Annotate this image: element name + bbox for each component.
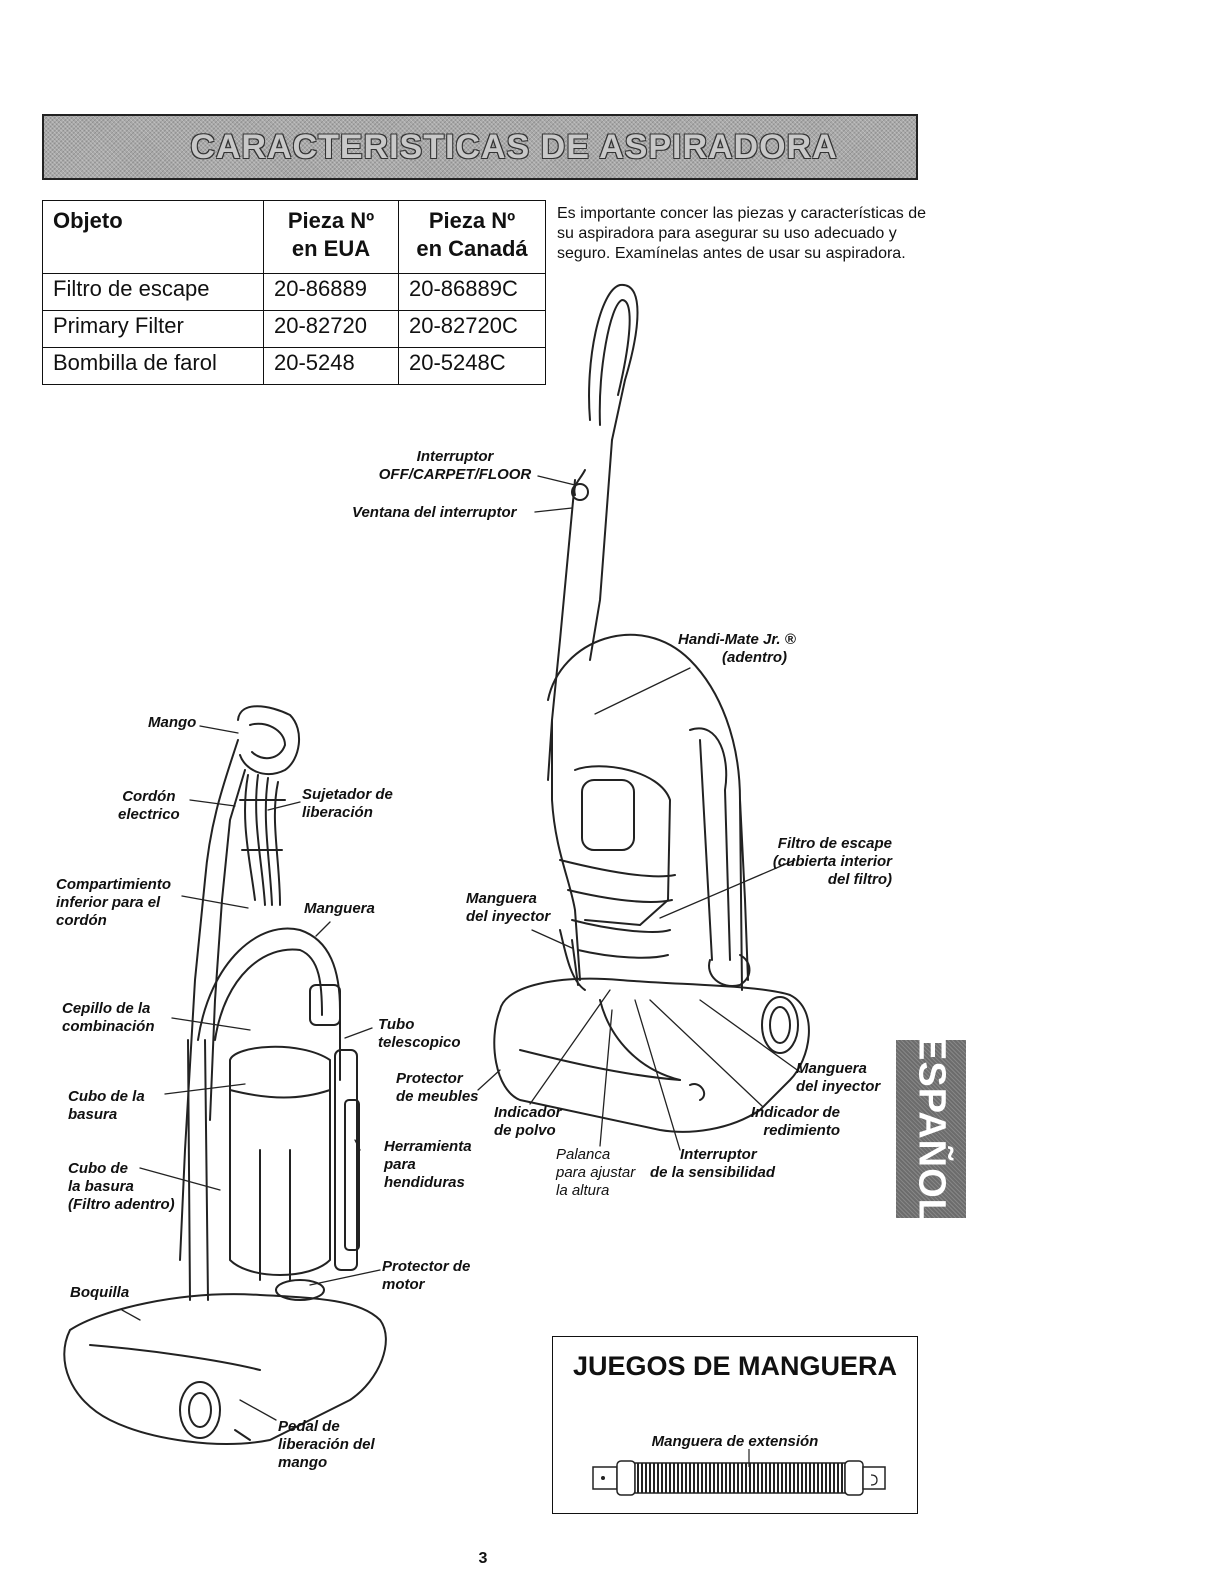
table-cell: 20-5248C bbox=[398, 347, 546, 385]
label-ventana-interruptor: Ventana del interruptor bbox=[352, 504, 517, 521]
table-cell: 20-82720 bbox=[263, 310, 399, 348]
label-manguera: Manguera bbox=[304, 900, 375, 917]
label-manguera-inyector-right: Manguera del inyector bbox=[796, 1060, 881, 1095]
label-compartimiento: Compartimiento inferior para el cordón bbox=[56, 876, 172, 929]
table-header-eua: Pieza Nº en EUA bbox=[263, 200, 399, 274]
label-protector-meubles: Protector de meubles bbox=[396, 1070, 479, 1105]
banner-title: CARACTERISTICAS DE ASPIRADORA bbox=[190, 127, 838, 166]
label-cubo-filtro: Cubo de la basura (Filtro adentro) bbox=[68, 1160, 175, 1213]
extension-hose-icon bbox=[592, 1449, 886, 1496]
label-cubo-basura: Cubo de la basura bbox=[68, 1088, 145, 1123]
label-manguera-inyector-left: Manguera del inyector bbox=[466, 890, 551, 925]
page-number: 3 bbox=[478, 1550, 488, 1567]
label-interruptor-sensibilidad: Interruptor de la sensibilidad bbox=[650, 1146, 776, 1181]
table-cell: 20-86889C bbox=[398, 273, 546, 311]
label-tubo-telescopico: Tubo telescopico bbox=[378, 1016, 461, 1051]
hose-kit-box: JUEGOS DE MANGUERA Manguera de extensión bbox=[552, 1336, 918, 1514]
table-cell: 20-82720C bbox=[398, 310, 546, 348]
language-tab: ESPAÑOL bbox=[896, 1035, 966, 1223]
label-interruptor: Interruptor OFF/CARPET/FLOOR bbox=[378, 448, 532, 483]
label-boquilla: Boquilla bbox=[70, 1284, 130, 1301]
label-palanca: Palanca para ajustar la altura bbox=[556, 1146, 636, 1199]
table-row: Bombilla de farol 20-5248 20-5248C bbox=[42, 347, 546, 385]
label-handi-mate: Handi-Mate Jr. ® (adentro) bbox=[678, 631, 796, 666]
label-protector-motor: Protector de motor bbox=[382, 1258, 471, 1293]
table-cell: Primary Filter bbox=[42, 310, 264, 348]
table-cell: Filtro de escape bbox=[42, 273, 264, 311]
table-cell: 20-5248 bbox=[263, 347, 399, 385]
parts-table: Objeto Pieza Nº en EUA Pieza Nº en Canad… bbox=[42, 200, 546, 385]
label-indicador-polvo: Indicador de polvo bbox=[494, 1104, 562, 1139]
section-banner: CARACTERISTICAS DE ASPIRADORA bbox=[42, 114, 918, 180]
label-sujetador: Sujetador de liberación bbox=[302, 786, 393, 821]
table-cell: 20-86889 bbox=[263, 273, 399, 311]
label-pedal: Pedal de liberación del mango bbox=[278, 1418, 375, 1471]
label-mango: Mango bbox=[148, 714, 197, 731]
table-cell: Bombilla de farol bbox=[42, 347, 264, 385]
label-indicador-redimiento: Indicador de redimiento bbox=[750, 1104, 840, 1139]
table-header-canada: Pieza Nº en Canadá bbox=[398, 200, 546, 274]
language-tab-label: ESPAÑOL bbox=[910, 1035, 953, 1223]
table-row: Primary Filter 20-82720 20-82720C bbox=[42, 310, 546, 348]
table-row: Filtro de escape 20-86889 20-86889C bbox=[42, 273, 546, 311]
label-cordon-electrico: Cordón electrico bbox=[118, 788, 180, 823]
label-cepillo: Cepillo de la combinación bbox=[62, 1000, 155, 1035]
label-filtro-escape: Filtro de escape (cubierta interior del … bbox=[772, 835, 892, 888]
hose-kit-caption: Manguera de extensión bbox=[651, 1433, 819, 1450]
intro-paragraph: Es importante concer las piezas y caract… bbox=[557, 205, 927, 262]
label-herramienta: Herramienta para hendiduras bbox=[384, 1138, 472, 1191]
hose-kit-title: JUEGOS DE MANGUERA bbox=[572, 1351, 898, 1381]
